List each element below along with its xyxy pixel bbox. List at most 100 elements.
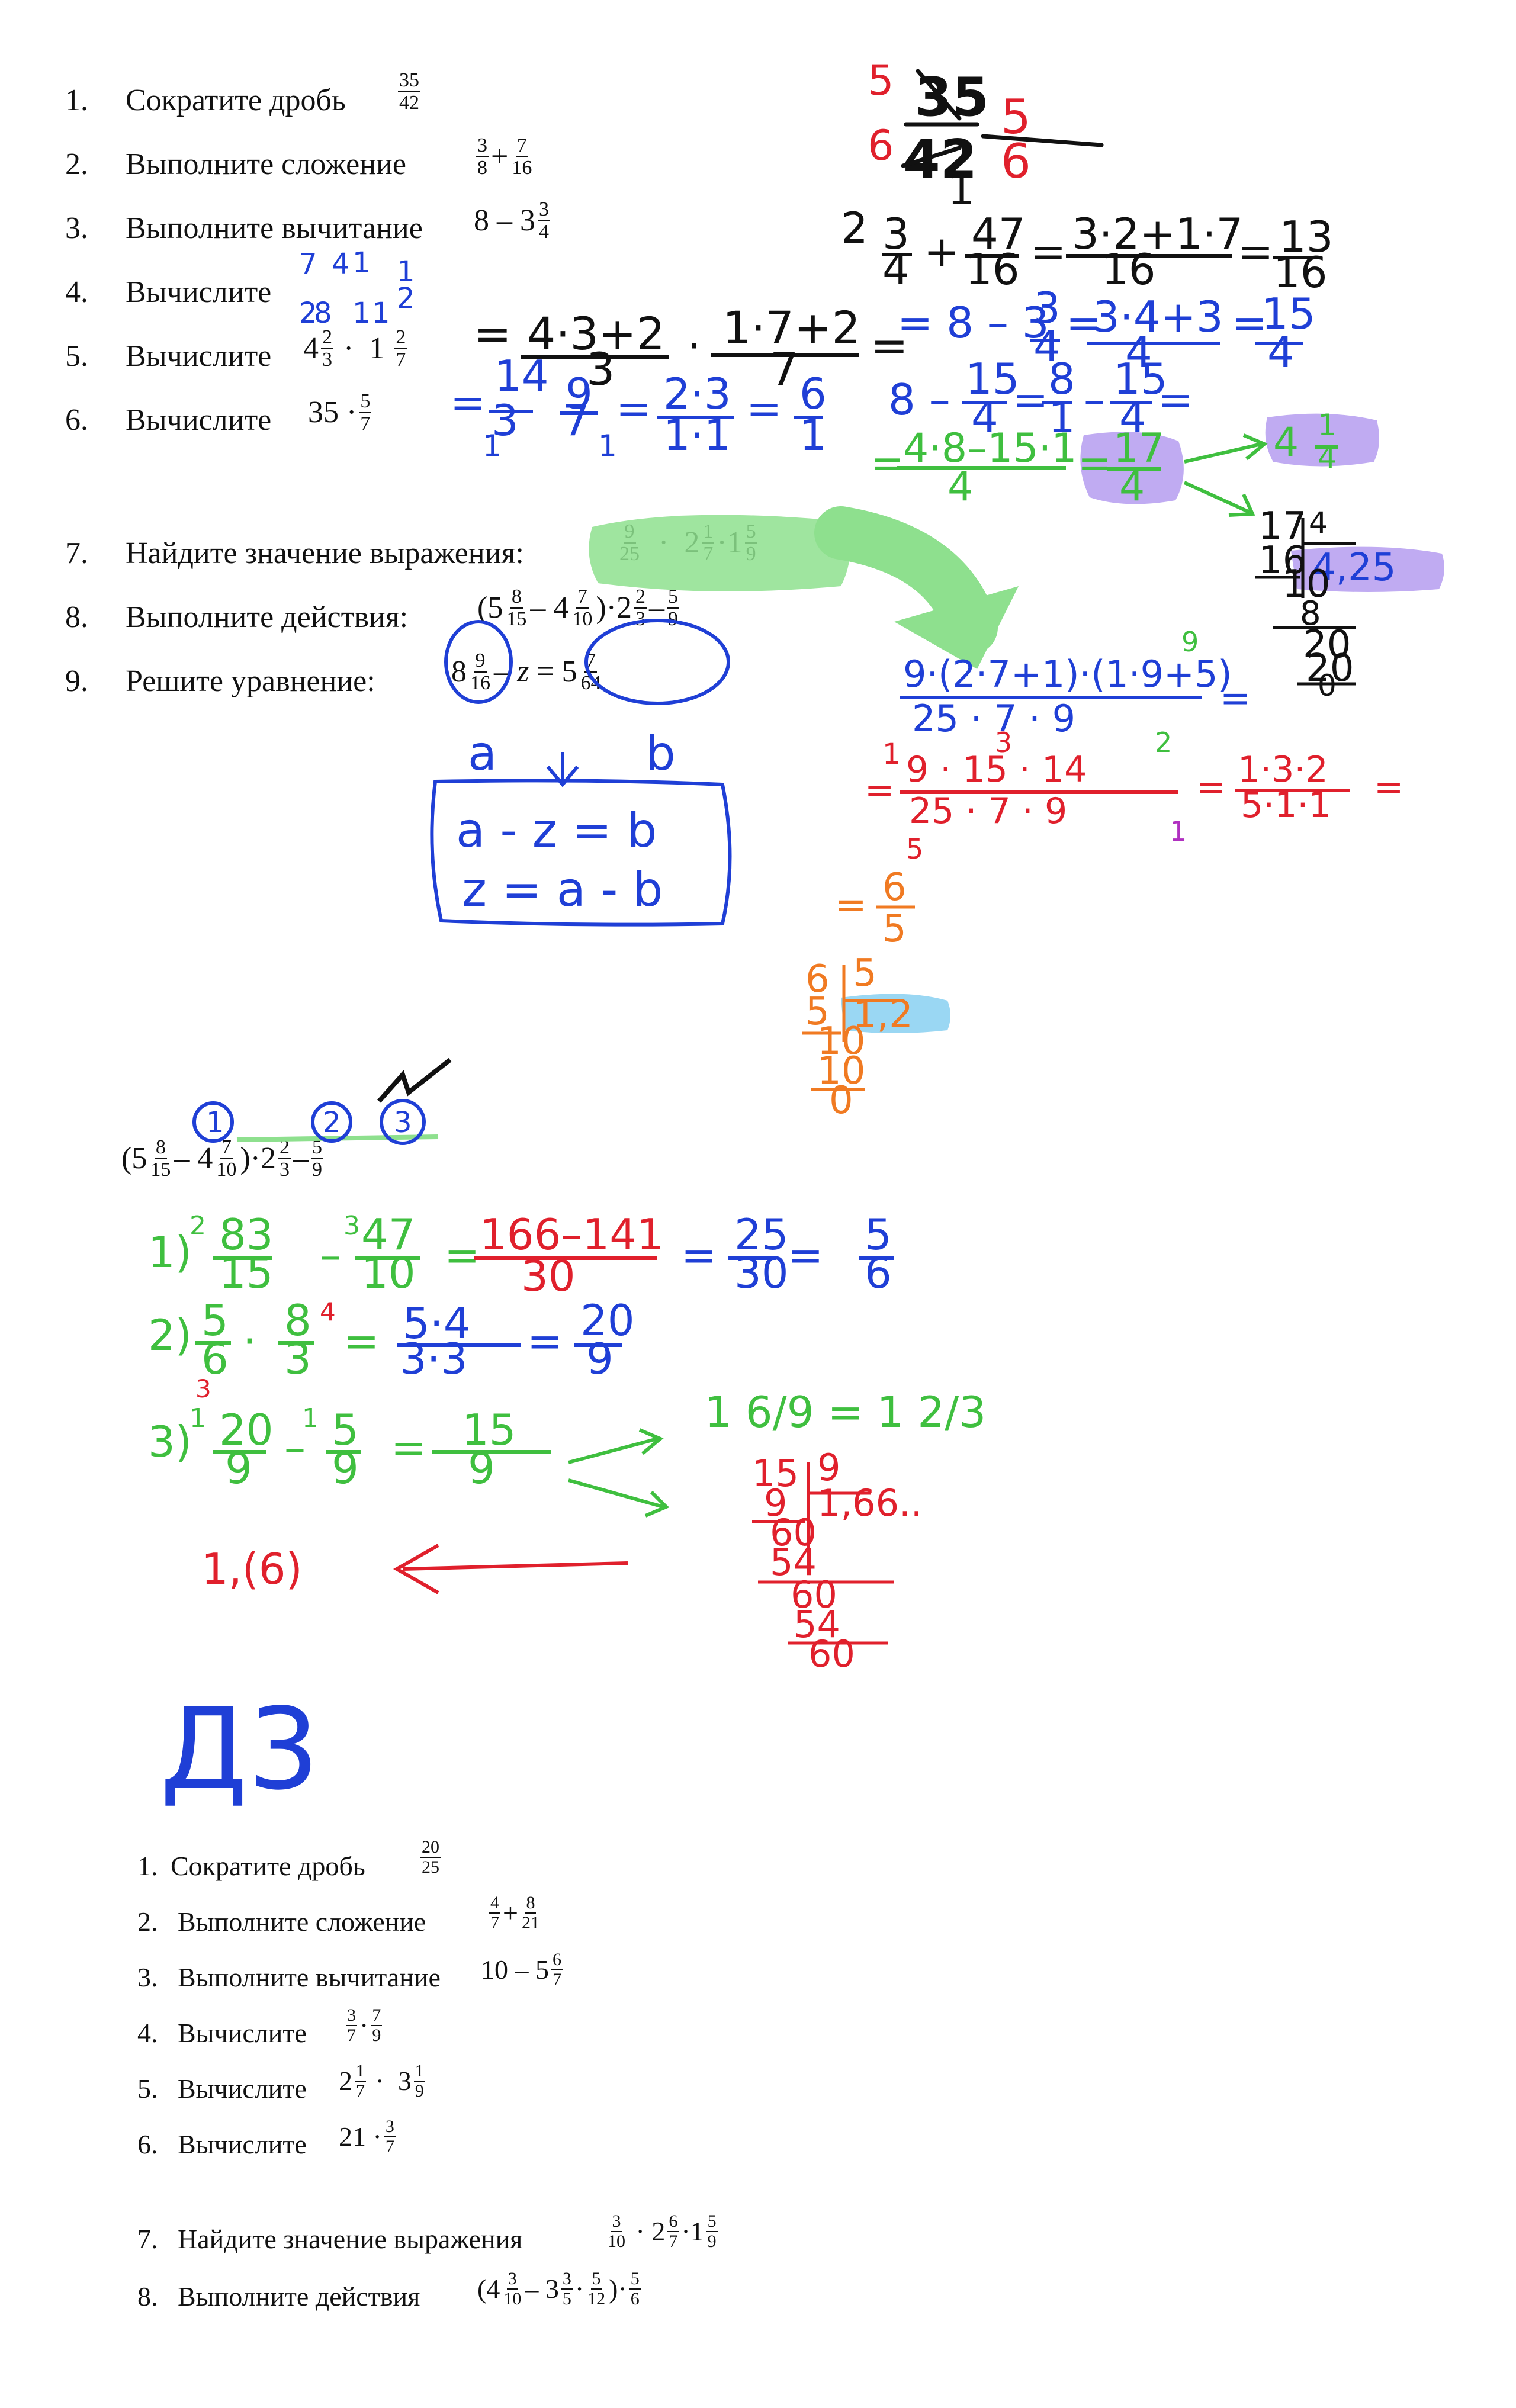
svg-text:1: 1 xyxy=(1048,393,1075,442)
task-text: Вычислите xyxy=(126,339,272,373)
svg-text:54: 54 xyxy=(770,1541,817,1584)
svg-text:1: 1 xyxy=(302,1403,319,1433)
svg-text:20: 20 xyxy=(219,1405,274,1455)
svg-text:9 · 15 · 14: 9 · 15 · 14 xyxy=(906,749,1087,790)
svg-text:20: 20 xyxy=(1303,623,1351,667)
hw-mixed-result: 1 6/9 = 1 2/3 xyxy=(705,1387,986,1437)
svg-text:5: 5 xyxy=(882,907,907,951)
svg-text:9: 9 xyxy=(566,369,593,419)
svg-text:16: 16 xyxy=(1258,539,1306,583)
svg-text:16: 16 xyxy=(965,245,1020,294)
svg-text:8 –: 8 – xyxy=(888,375,950,425)
svg-text:0: 0 xyxy=(1318,668,1337,703)
svg-text:–: – xyxy=(1084,375,1105,425)
svg-text:47: 47 xyxy=(971,209,1026,259)
task-number: 7. xyxy=(65,536,88,570)
svg-text:=: = xyxy=(391,1423,426,1473)
svg-text:6: 6 xyxy=(882,866,907,909)
svg-text:10: 10 xyxy=(817,1049,865,1093)
svg-text:=: = xyxy=(1196,767,1226,808)
svg-text:60: 60 xyxy=(808,1632,855,1676)
svg-text:15: 15 xyxy=(1113,354,1168,404)
svg-text:1: 1 xyxy=(352,297,371,330)
svg-text:=: = xyxy=(1030,227,1066,277)
svg-text:–: – xyxy=(320,1230,341,1280)
task-text: Выполните действия: xyxy=(126,600,409,634)
svg-text:5: 5 xyxy=(201,1295,229,1345)
task-text: Сократите дробь xyxy=(171,1851,365,1881)
svg-text:=: = xyxy=(871,440,904,487)
svg-text:3: 3 xyxy=(492,396,519,445)
hw-d3-label: Д3 xyxy=(160,1684,319,1815)
svg-text:5: 5 xyxy=(906,833,923,865)
svg-text:3: 3 xyxy=(284,1334,311,1384)
svg-text:1,2: 1,2 xyxy=(853,993,913,1037)
svg-text:6: 6 xyxy=(865,1248,892,1298)
task-number: 3. xyxy=(137,1962,158,1992)
svg-text:2: 2 xyxy=(299,297,317,330)
svg-text:20: 20 xyxy=(1306,647,1354,690)
svg-text:4: 4 xyxy=(1119,393,1146,442)
svg-text:4: 4 xyxy=(948,464,973,510)
svg-text:=: = xyxy=(1374,767,1403,808)
svg-text:3: 3 xyxy=(394,1106,412,1139)
task-text: Выполните действия xyxy=(178,2281,420,2311)
svg-text:15: 15 xyxy=(965,354,1020,404)
svg-text:7: 7 xyxy=(770,343,798,396)
svg-text:3: 3 xyxy=(343,1211,360,1241)
svg-text:1: 1 xyxy=(882,738,901,771)
svg-text:54: 54 xyxy=(794,1603,840,1646)
svg-text:6: 6 xyxy=(805,957,830,1001)
svg-text:10: 10 xyxy=(1282,562,1330,606)
svg-text:2: 2 xyxy=(190,1211,206,1241)
svg-text:4: 4 xyxy=(332,247,350,281)
svg-text:4: 4 xyxy=(320,1297,336,1326)
svg-text:9·(2·7+1)·(1·9+5): 9·(2·7+1)·(1·9+5) xyxy=(903,652,1232,696)
svg-text:13: 13 xyxy=(1279,212,1334,262)
svg-text:15: 15 xyxy=(752,1452,799,1495)
task-text: Вычислите xyxy=(126,275,272,309)
svg-text:47: 47 xyxy=(361,1210,416,1259)
svg-text:4·8–15·1: 4·8–15·1 xyxy=(903,425,1077,472)
svg-text:1·3·2: 1·3·2 xyxy=(1238,749,1328,790)
hw-result-repeating: 1,(6) xyxy=(201,1544,303,1594)
svg-text:9: 9 xyxy=(764,1481,787,1525)
svg-text:25: 25 xyxy=(734,1210,789,1259)
task-number: 6. xyxy=(137,2129,158,2159)
svg-text:15: 15 xyxy=(1261,289,1316,339)
task-number: 1. xyxy=(137,1851,158,1881)
blue-highlight xyxy=(841,994,950,1033)
svg-text:1: 1 xyxy=(1170,815,1187,847)
svg-text:17: 17 xyxy=(1113,425,1165,472)
svg-text:6: 6 xyxy=(201,1334,229,1384)
svg-text:9: 9 xyxy=(817,1446,840,1489)
svg-text:2: 2 xyxy=(323,1106,341,1139)
svg-text:4: 4 xyxy=(1309,506,1328,540)
task-text: Вычислите xyxy=(178,2018,307,2048)
svg-text:3: 3 xyxy=(195,1374,211,1403)
task-number: 1. xyxy=(65,83,88,117)
purple-highlight xyxy=(1265,413,1379,467)
svg-text:5: 5 xyxy=(805,990,830,1034)
svg-text:=: = xyxy=(450,378,486,427)
check-icon xyxy=(377,1057,452,1103)
hw-label-a: a xyxy=(468,726,497,781)
svg-text:=: = xyxy=(1158,375,1193,425)
task-text: Выполните сложение xyxy=(178,1907,426,1937)
svg-text:4: 4 xyxy=(1119,464,1145,510)
svg-text:·: · xyxy=(243,1316,256,1366)
purple-highlight xyxy=(1080,432,1184,504)
task-text: Найдите значение выражения: xyxy=(126,536,524,570)
svg-text:15: 15 xyxy=(219,1248,274,1298)
svg-text:7: 7 xyxy=(299,247,317,281)
svg-text:1: 1 xyxy=(352,246,371,279)
task-text: Вычислите xyxy=(178,2129,307,2159)
svg-text:3: 3 xyxy=(1033,283,1061,333)
svg-text:·: · xyxy=(687,319,701,372)
svg-text:9: 9 xyxy=(332,1443,359,1493)
